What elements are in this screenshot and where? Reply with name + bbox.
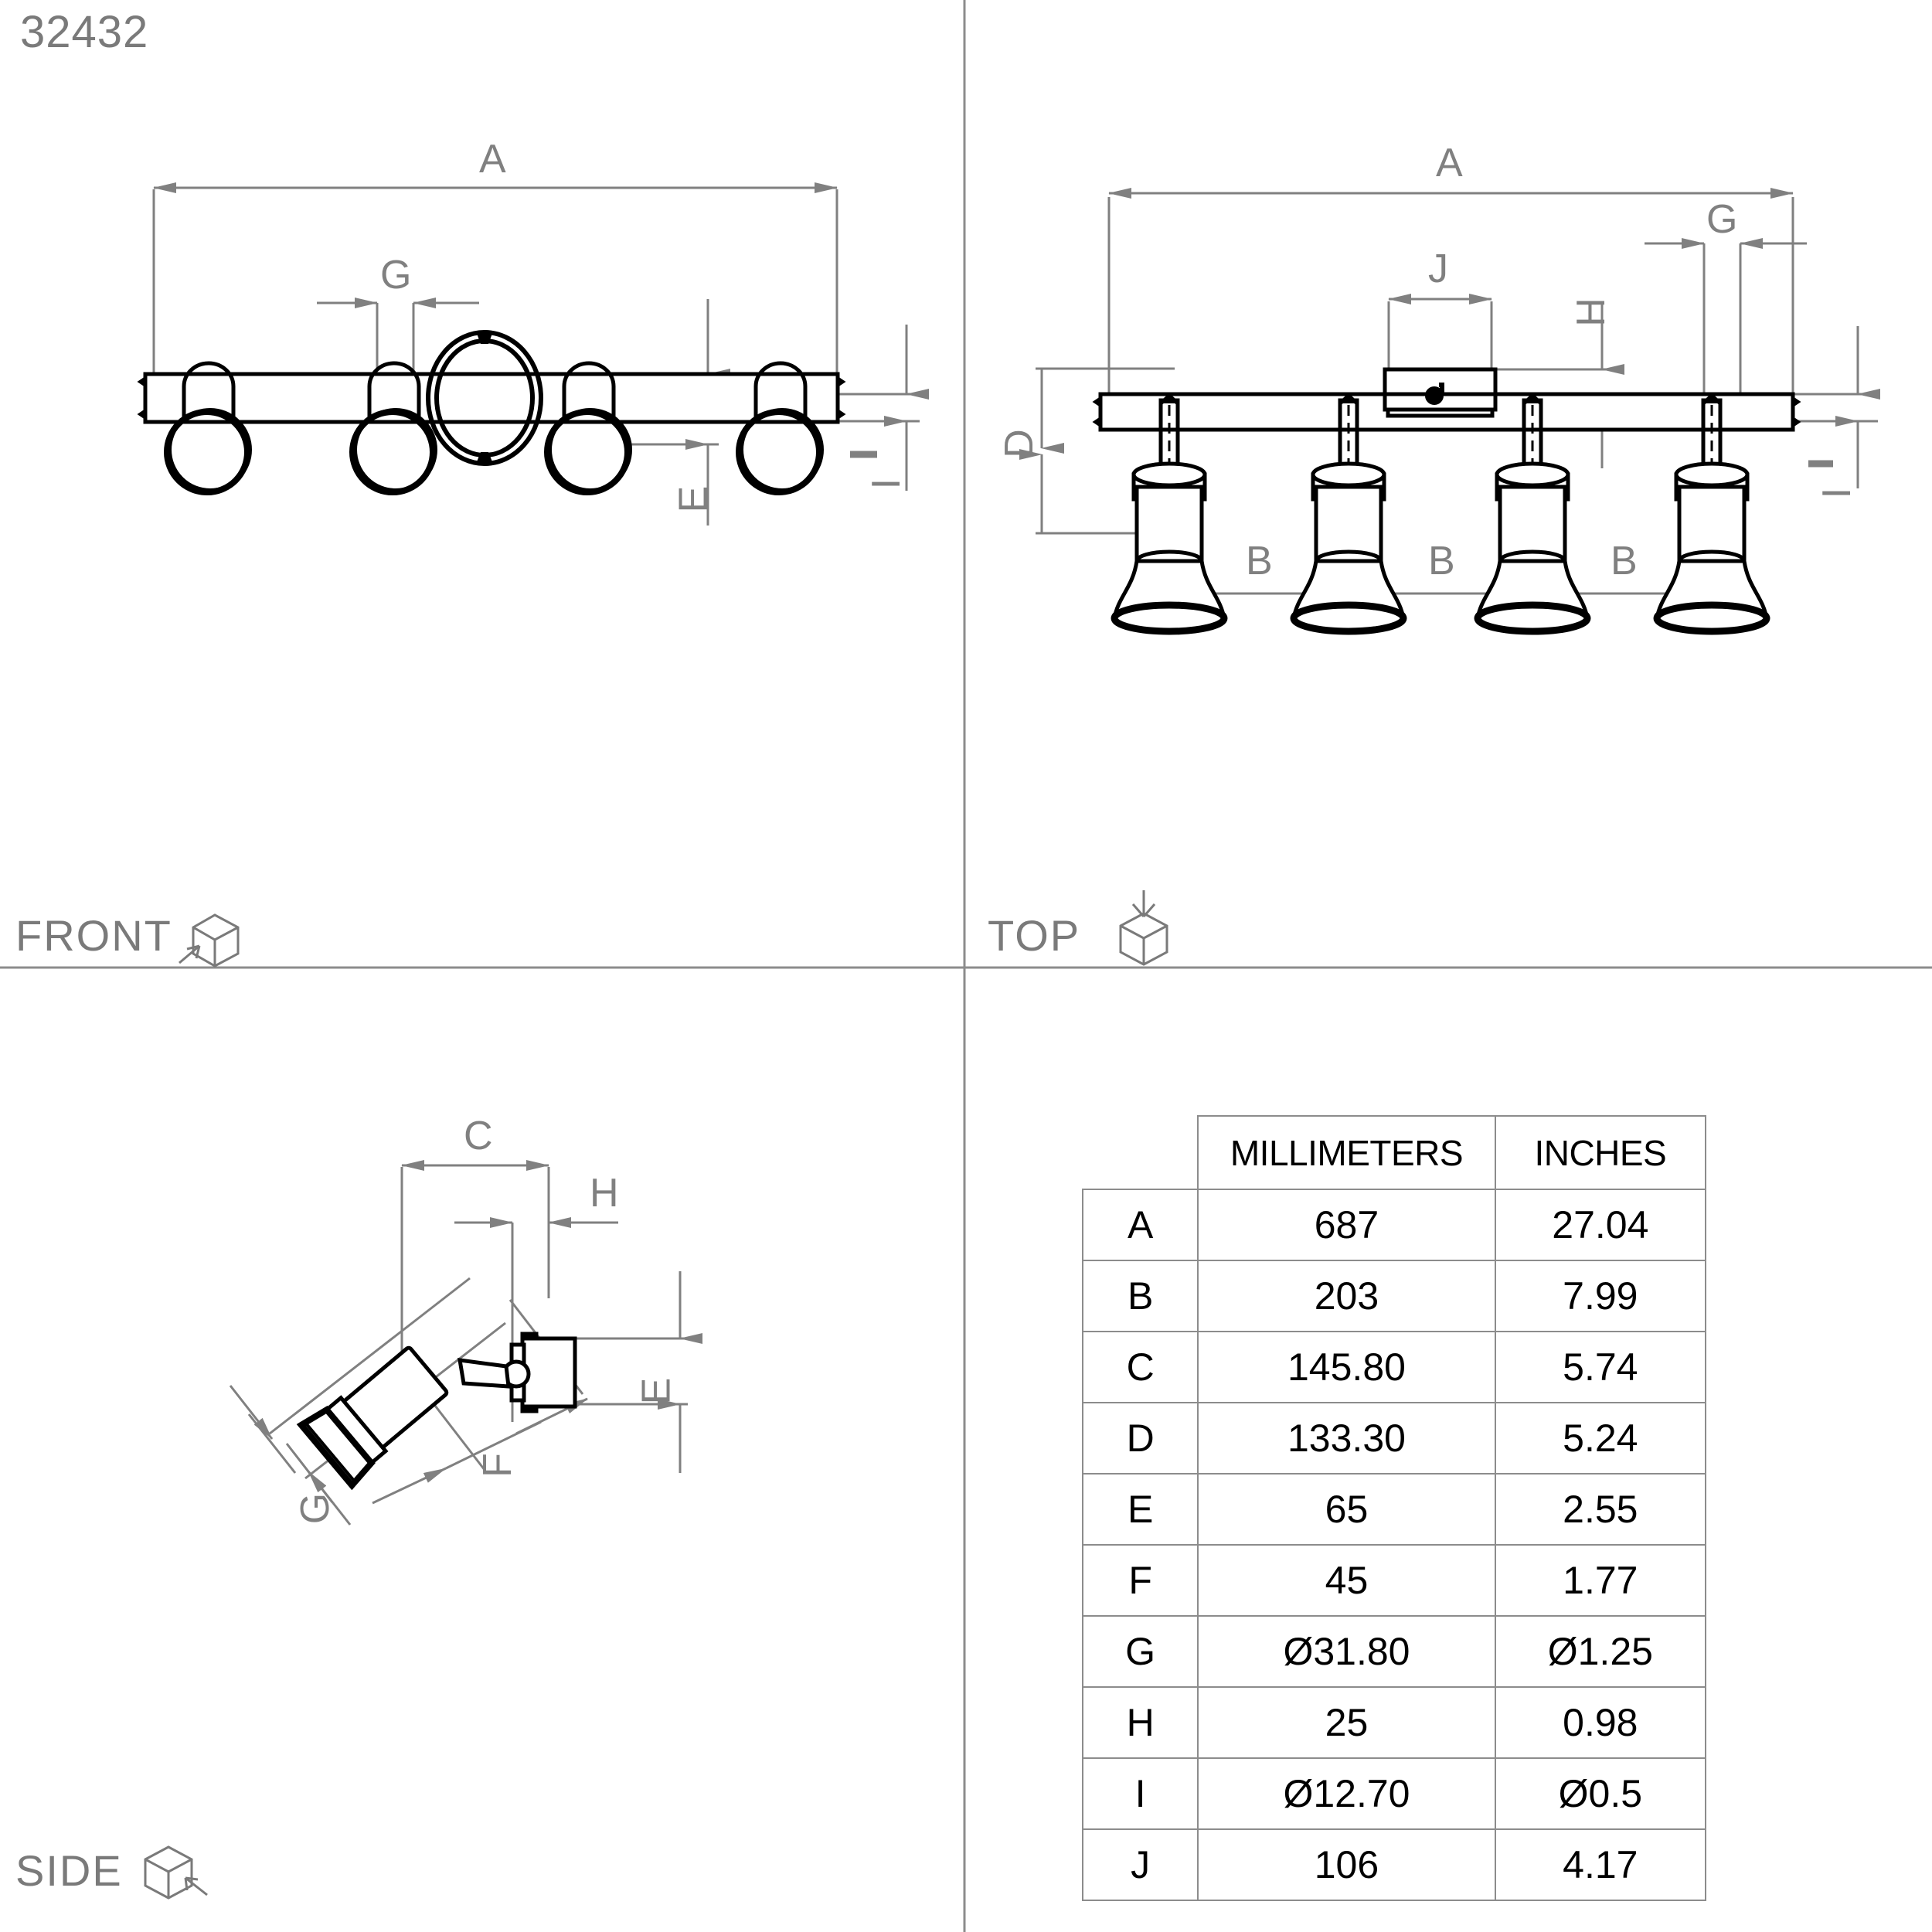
table-row: E 65 2.55 (1081, 1473, 1707, 1546)
row-mm: 65 (1197, 1473, 1496, 1546)
side-dim-F: F (474, 1453, 520, 1478)
row-in: Ø1.25 (1494, 1615, 1707, 1688)
front-dim-E: E (671, 485, 716, 513)
canopy-front (426, 330, 543, 466)
top-dim-B2: B (1428, 539, 1455, 583)
side-dim-E: E (634, 1377, 679, 1405)
top-dim-H: H (1568, 298, 1614, 327)
front-dim-G: G (380, 253, 412, 298)
row-key: B (1081, 1260, 1199, 1332)
row-in: 2.55 (1494, 1473, 1707, 1546)
row-key: A (1081, 1189, 1199, 1261)
row-mm: 145.80 (1197, 1331, 1496, 1403)
row-in: 27.04 (1494, 1189, 1707, 1261)
row-key: F (1081, 1544, 1199, 1617)
top-dim-I: I (1815, 487, 1860, 499)
row-mm: 45 (1197, 1544, 1496, 1617)
front-dim-I: I (864, 478, 910, 490)
top-dim-B3: B (1611, 539, 1638, 583)
table-header-millimeters: MILLIMETERS (1197, 1115, 1496, 1190)
row-key: C (1081, 1331, 1199, 1403)
cube-front-icon (179, 913, 240, 968)
front-lamp-group (164, 361, 824, 495)
side-lamp (296, 1332, 577, 1491)
top-view-geometry (1019, 188, 1880, 635)
row-mm: 133.30 (1197, 1402, 1496, 1475)
top-lamp-group (1111, 393, 1770, 635)
view-label-side: SIDE (15, 1846, 123, 1895)
table-row: I Ø12.70 Ø0.5 (1081, 1757, 1707, 1830)
table-row: H 25 0.98 (1081, 1686, 1707, 1759)
row-in: 0.98 (1494, 1686, 1707, 1759)
front-view-geometry (137, 182, 929, 526)
table-row: D 133.30 5.24 (1081, 1402, 1707, 1475)
top-dim-J: J (1428, 247, 1448, 291)
row-mm: Ø12.70 (1197, 1757, 1496, 1830)
cube-top-icon (1119, 890, 1168, 966)
view-label-front: FRONT (15, 911, 172, 960)
table-header-row: MILLIMETERS INCHES (1083, 1115, 1707, 1190)
table-row: G Ø31.80 Ø1.25 (1081, 1615, 1707, 1688)
table-row: A 687 27.04 (1081, 1189, 1707, 1261)
row-key: D (1081, 1402, 1199, 1475)
row-in: 1.77 (1494, 1544, 1707, 1617)
dimension-table: MILLIMETERS INCHES A 687 27.04 B 203 7.9… (1081, 1115, 1707, 1901)
row-key: J (1081, 1828, 1199, 1901)
row-key: I (1081, 1757, 1199, 1830)
side-dim-G: G (293, 1492, 338, 1525)
top-dim-A: A (1436, 141, 1463, 185)
table-row: C 145.80 5.74 (1081, 1331, 1707, 1403)
row-in: 4.17 (1494, 1828, 1707, 1901)
part-number: 32432 (20, 7, 149, 57)
view-label-top: TOP (988, 911, 1081, 960)
row-mm: 106 (1197, 1828, 1496, 1901)
side-dim-C: C (464, 1114, 493, 1158)
front-dim-A: A (479, 137, 506, 182)
row-in: Ø0.5 (1494, 1757, 1707, 1830)
table-row: F 45 1.77 (1081, 1544, 1707, 1617)
row-mm: 25 (1197, 1686, 1496, 1759)
row-key: E (1081, 1473, 1199, 1546)
row-key: G (1081, 1615, 1199, 1688)
top-dim-D: D (996, 429, 1042, 458)
row-mm: 203 (1197, 1260, 1496, 1332)
top-dim-B1: B (1246, 539, 1273, 583)
row-in: 5.74 (1494, 1331, 1707, 1403)
side-view-geometry (229, 1160, 702, 1526)
row-mm: 687 (1197, 1189, 1496, 1261)
side-dim-H: H (590, 1171, 619, 1216)
top-dim-G: G (1706, 197, 1738, 242)
row-in: 7.99 (1494, 1260, 1707, 1332)
table-row: B 203 7.99 (1081, 1260, 1707, 1332)
row-key: H (1081, 1686, 1199, 1759)
table-header-blank (1083, 1116, 1199, 1190)
table-row: J 106 4.17 (1081, 1828, 1707, 1901)
row-in: 5.24 (1494, 1402, 1707, 1475)
row-mm: Ø31.80 (1197, 1615, 1496, 1688)
cube-side-icon (144, 1845, 208, 1900)
table-header-inches: INCHES (1494, 1115, 1707, 1190)
